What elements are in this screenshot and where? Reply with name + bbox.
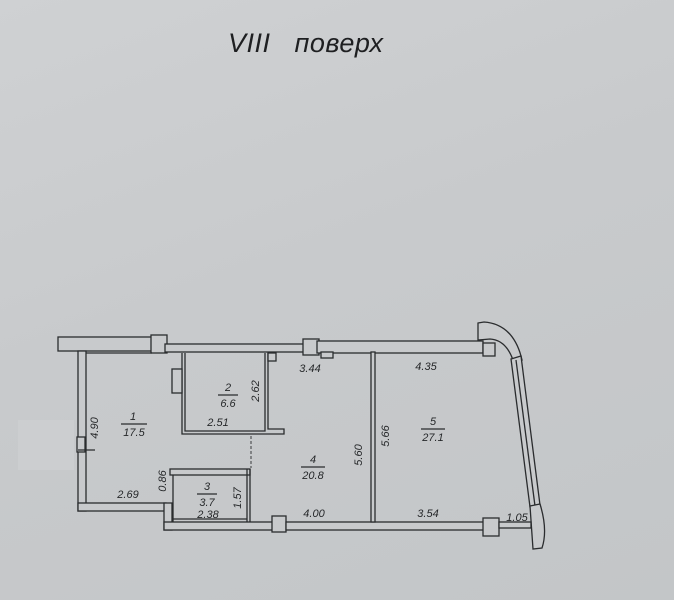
room2-walls: [184, 353, 266, 432]
room-1-label: 1 17.5: [121, 411, 147, 439]
room-4-label: 4 20.8: [301, 454, 325, 482]
svg-text:17.5: 17.5: [123, 427, 145, 439]
svg-text:6.6: 6.6: [220, 398, 236, 410]
dim-room1-bottom: 2.69: [116, 489, 138, 501]
wall-fixture: [171, 368, 183, 394]
column: [271, 515, 287, 533]
dim-room1-height: 4.90: [89, 416, 101, 438]
svg-text:3: 3: [204, 481, 211, 493]
duct: [267, 352, 277, 362]
dim-room4-height: 5.60: [353, 443, 365, 465]
room-2-label: 2 6.6: [218, 382, 238, 410]
left-wall-opening: [76, 436, 86, 453]
scan-artifact: [18, 420, 74, 470]
bottom-wall-left: [77, 502, 167, 512]
svg-text:1: 1: [130, 411, 136, 423]
room-3-label: 3 3.7: [197, 481, 217, 509]
column: [482, 517, 500, 537]
top-wall-mid: [164, 343, 306, 353]
top-wall-right: [316, 340, 484, 354]
svg-text:20.8: 20.8: [301, 470, 324, 482]
bottom-wall: [163, 521, 281, 531]
dim-room2-height: 2.62: [250, 380, 262, 402]
window-line: [515, 359, 536, 507]
room-5-label: 5 27.1: [421, 416, 445, 444]
divider-wall: [370, 351, 376, 523]
dim-room4-top: 3.44: [299, 363, 320, 375]
dim-room5-height: 5.66: [380, 424, 392, 446]
dim-room1-notch: 0.86: [157, 469, 169, 491]
dim-room4-bottom: 4.00: [303, 508, 325, 520]
dim-room3-height: 1.57: [232, 486, 244, 508]
door-marker: [320, 351, 334, 359]
dim-room5-bottom: 3.54: [417, 508, 438, 520]
dim-balcony-stub: 1.05: [506, 512, 528, 524]
column: [482, 342, 496, 357]
svg-text:3.7: 3.7: [199, 497, 215, 509]
room2-walls-outer: [181, 353, 285, 435]
svg-text:4: 4: [310, 454, 316, 466]
svg-text:5: 5: [430, 416, 437, 428]
room3-walls: [172, 469, 251, 522]
bottom-wall-right: [285, 521, 485, 531]
floor-title: VIII поверх: [228, 28, 384, 58]
svg-text:27.1: 27.1: [421, 432, 443, 444]
dim-room3-width: 2.38: [196, 509, 219, 521]
dim-room2-width: 2.51: [206, 417, 228, 429]
balcony-bottom: [529, 503, 546, 550]
svg-text:2: 2: [224, 382, 231, 394]
left-wall: [77, 350, 87, 512]
room3-top-wall: [169, 468, 251, 476]
dim-room5-top: 4.35: [415, 361, 437, 373]
bottom-wall-stub: [498, 521, 532, 529]
top-wall-left: [57, 336, 159, 352]
